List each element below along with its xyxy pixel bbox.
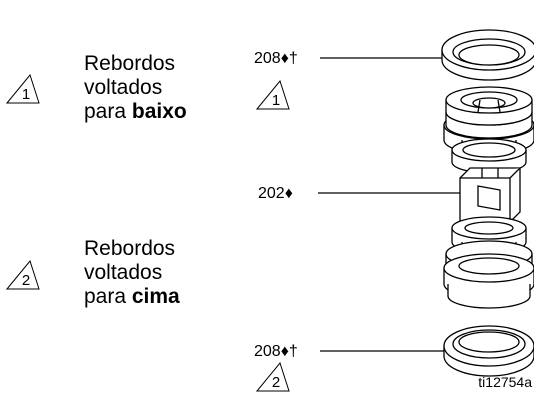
central-block-202: [459, 167, 521, 223]
svg-text:2: 2: [272, 374, 280, 391]
note-2-triangle-marker: 2: [5, 259, 40, 295]
note-1-text: Rebordos voltados para baixo: [84, 52, 187, 123]
seal-ring-208-top: [441, 29, 534, 81]
callout-208-top-label: 208♦†: [254, 50, 298, 67]
svg-text:1: 1: [272, 92, 280, 109]
callout-208-bottom-label: 208♦†: [254, 343, 298, 360]
piston-lower-assembly: [443, 216, 534, 309]
note-1-triangle-marker: 1: [5, 73, 40, 109]
callout-208-top-triangle-marker: 1: [255, 79, 290, 115]
piston-upper-assembly: [443, 86, 534, 174]
seal-ring-208-bottom: [443, 325, 534, 377]
svg-text:1: 1: [22, 86, 30, 103]
callout-202-label: 202♦: [258, 185, 293, 202]
note-2-text: Rebordos voltados para cima: [84, 237, 180, 308]
figure-id: ti12754a: [478, 374, 532, 390]
svg-text:2: 2: [22, 272, 30, 289]
callout-208-bottom-triangle-marker: 2: [255, 361, 290, 397]
